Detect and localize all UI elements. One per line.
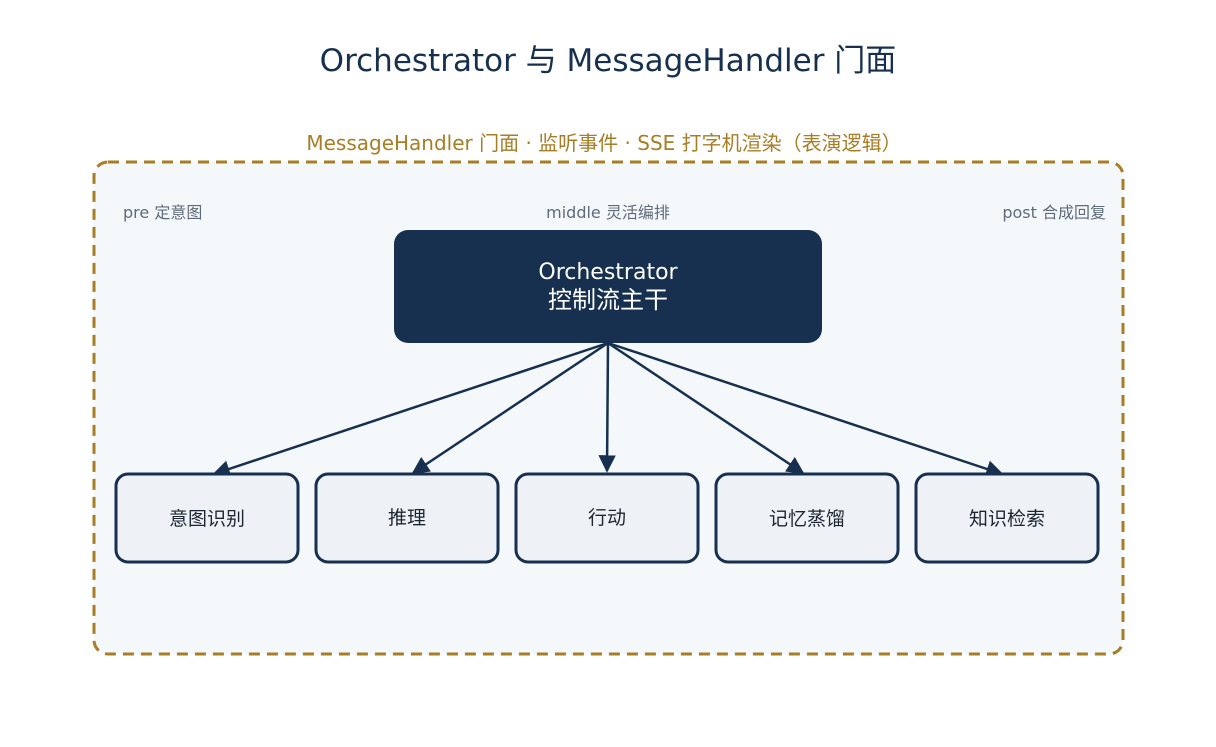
module-memory: 记忆蒸馏 (714, 472, 900, 564)
arrows (212, 341, 1004, 478)
module-label: 记忆蒸馏 (769, 508, 845, 530)
module-label: 行动 (588, 507, 626, 529)
arrow-to-memory (607, 341, 805, 475)
arrow-to-reasoning (411, 341, 609, 475)
module-knowledge: 知识检索 (914, 472, 1100, 564)
facade-label: MessageHandler 门面 · 监听事件 · SSE 打字机渲染（表演逻… (306, 131, 901, 155)
orchestrator-desc: 控制流主干 (548, 286, 668, 314)
module-box (114, 472, 300, 564)
module-box (514, 472, 700, 564)
module-label: 推理 (388, 507, 426, 529)
phase-pre-label: pre 定意图 (123, 203, 202, 222)
orchestrator-node: Orchestrator 控制流主干 (394, 230, 822, 343)
module-label: 知识检索 (969, 508, 1045, 530)
arrow-to-intent (212, 341, 609, 478)
module-box (714, 472, 900, 564)
orchestrator-box (394, 230, 822, 343)
phase-post-label: post 合成回复 (1002, 203, 1106, 222)
module-action: 行动 (514, 472, 700, 564)
orchestrator-name: Orchestrator (538, 260, 678, 285)
module-reasoning: 推理 (314, 472, 500, 564)
phase-middle-label: middle 灵活编排 (546, 203, 670, 222)
module-intent: 意图识别 (114, 472, 300, 564)
module-box (914, 472, 1100, 564)
module-label: 意图识别 (169, 508, 245, 530)
arrow-to-knowledge (607, 341, 1004, 478)
diagram-title: Orchestrator 与 MessageHandler 门面 (320, 43, 897, 79)
arrow-to-action (598, 342, 616, 473)
module-box (314, 472, 500, 564)
